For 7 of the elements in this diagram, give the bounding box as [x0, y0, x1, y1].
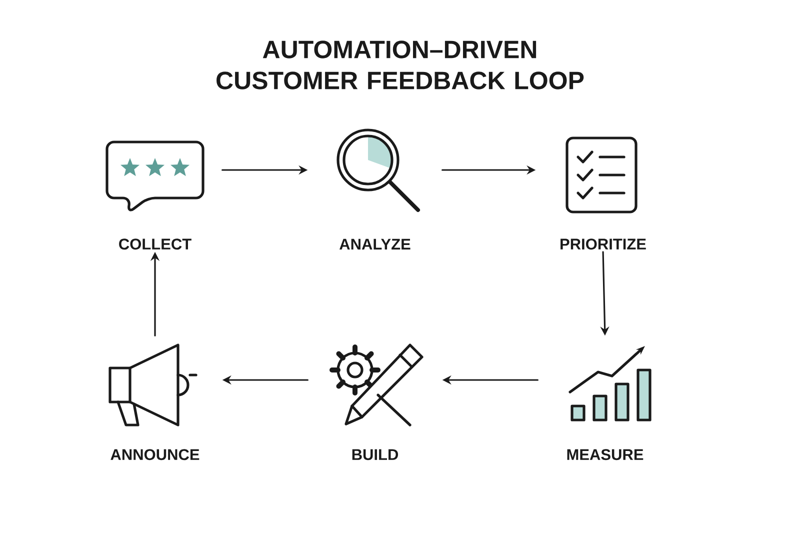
step-label: PRIORITIZE	[560, 238, 646, 250]
step-label: BUILD	[352, 449, 398, 460]
step-label: ANALYZE	[340, 238, 410, 250]
step-label: MEASURE	[567, 449, 644, 460]
step-label: ANNOUNCE	[110, 449, 200, 460]
title: AUTOMATION–DRIVEN CUSTOMER FEEDBACK LOOP	[216, 40, 584, 90]
step-label: COLLECT	[119, 238, 192, 250]
